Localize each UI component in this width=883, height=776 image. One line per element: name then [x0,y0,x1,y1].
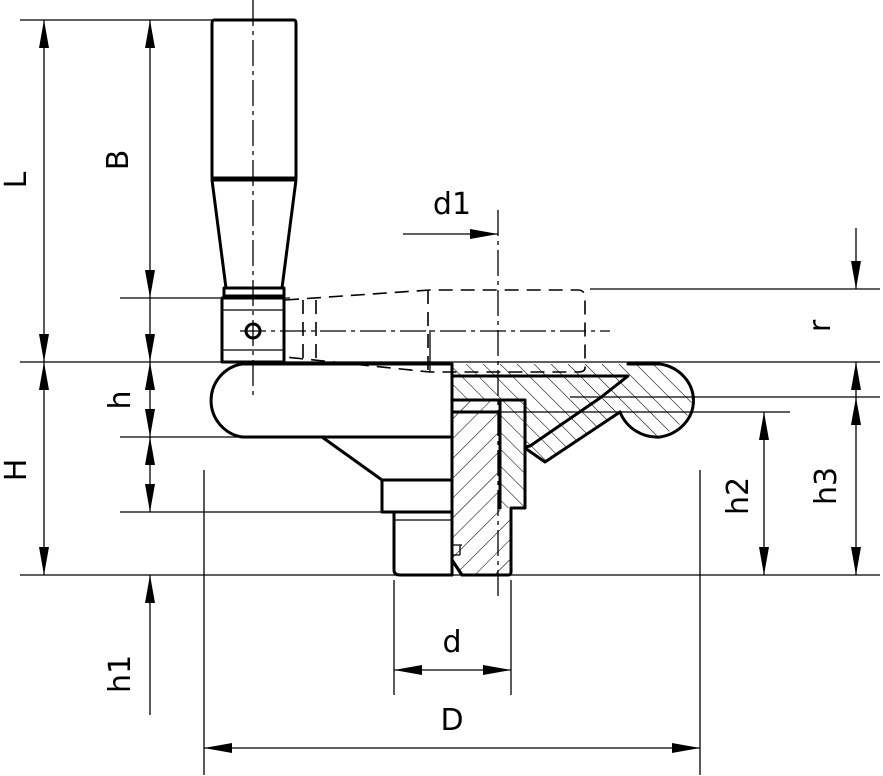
label-h2: h2 [721,477,756,515]
pin-hole-icon [244,322,262,340]
label-h1: h1 [103,655,138,693]
label-d1: d1 [433,187,471,222]
label-L: L [0,171,34,188]
reference-lines [20,19,880,775]
dimension-lines [39,20,861,753]
dimension-labels: L B d1 r h H h2 h3 d h1 D [0,150,844,738]
crank-handle [210,18,298,364]
label-D: D [440,703,463,738]
handwheel-body [209,362,695,577]
label-h3: h3 [809,467,844,505]
label-H: H [0,459,34,482]
label-d: d [442,625,461,660]
label-B: B [101,150,136,171]
label-r: r [803,319,838,332]
label-h: h [103,390,138,409]
